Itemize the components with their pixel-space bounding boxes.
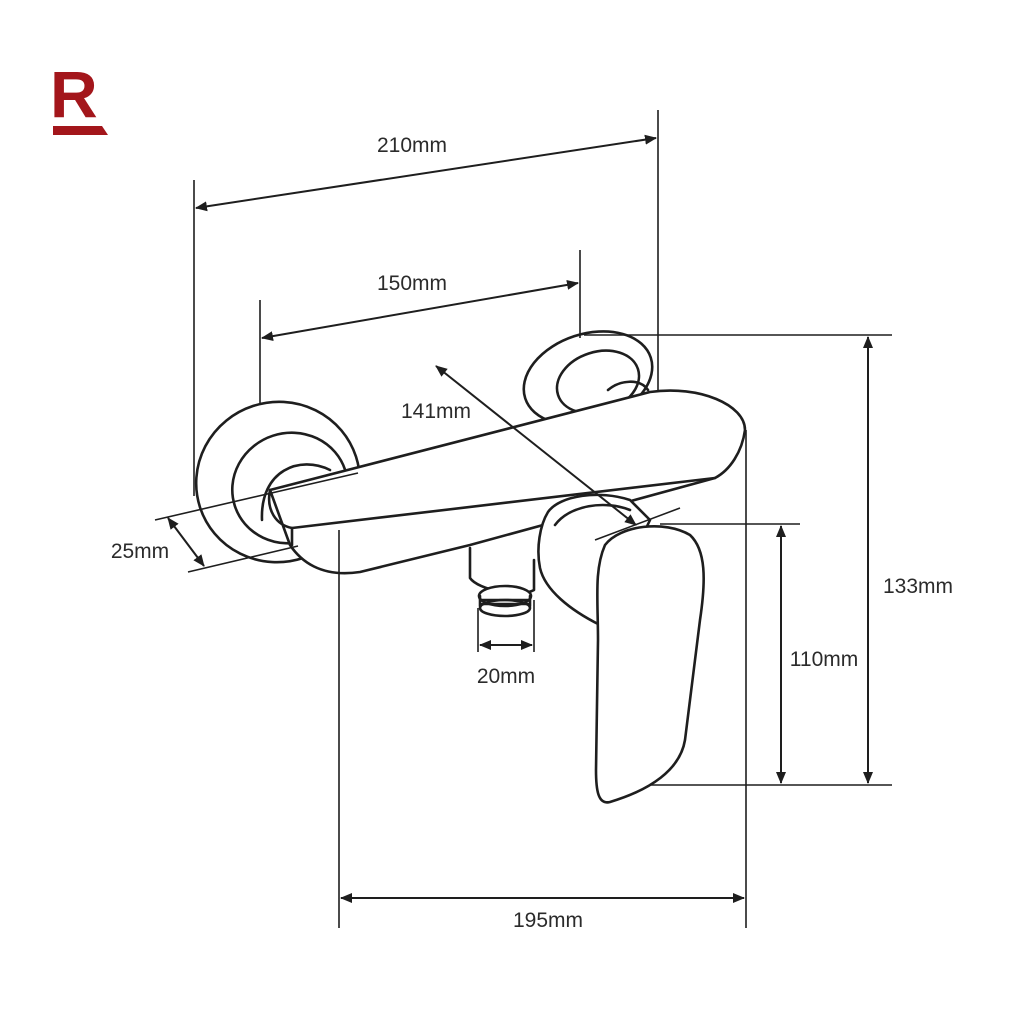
dim-line-141 (435, 365, 637, 526)
logo-letter: R (50, 57, 98, 131)
outlet-thread-sides (478, 594, 532, 608)
label-210: 210mm (377, 134, 447, 157)
label-133: 133mm (883, 575, 953, 598)
ext-top-25 (154, 472, 359, 521)
ext-141-tick (594, 507, 681, 541)
dimension-labels: 210mm 150mm 141mm 25mm 20mm 110mm 133mm … (111, 134, 953, 932)
dimension-lines (167, 134, 873, 903)
label-25: 25mm (111, 540, 169, 563)
label-141: 141mm (401, 400, 471, 423)
brand-logo: R (50, 57, 108, 135)
label-150: 150mm (377, 272, 447, 295)
dim-line-150 (261, 279, 579, 342)
outlet-thread-bottom (478, 598, 532, 618)
left-eccentric-connector (260, 463, 332, 522)
label-20: 20mm (477, 665, 535, 688)
lever-handle (594, 524, 705, 804)
label-195: 195mm (513, 909, 583, 932)
extension-lines (154, 110, 892, 928)
ext-bottom-25 (187, 545, 299, 573)
dim-line-25 (167, 517, 205, 567)
label-110: 110mm (790, 648, 858, 671)
dim-line-210 (195, 134, 657, 212)
logo-underline (53, 126, 108, 135)
